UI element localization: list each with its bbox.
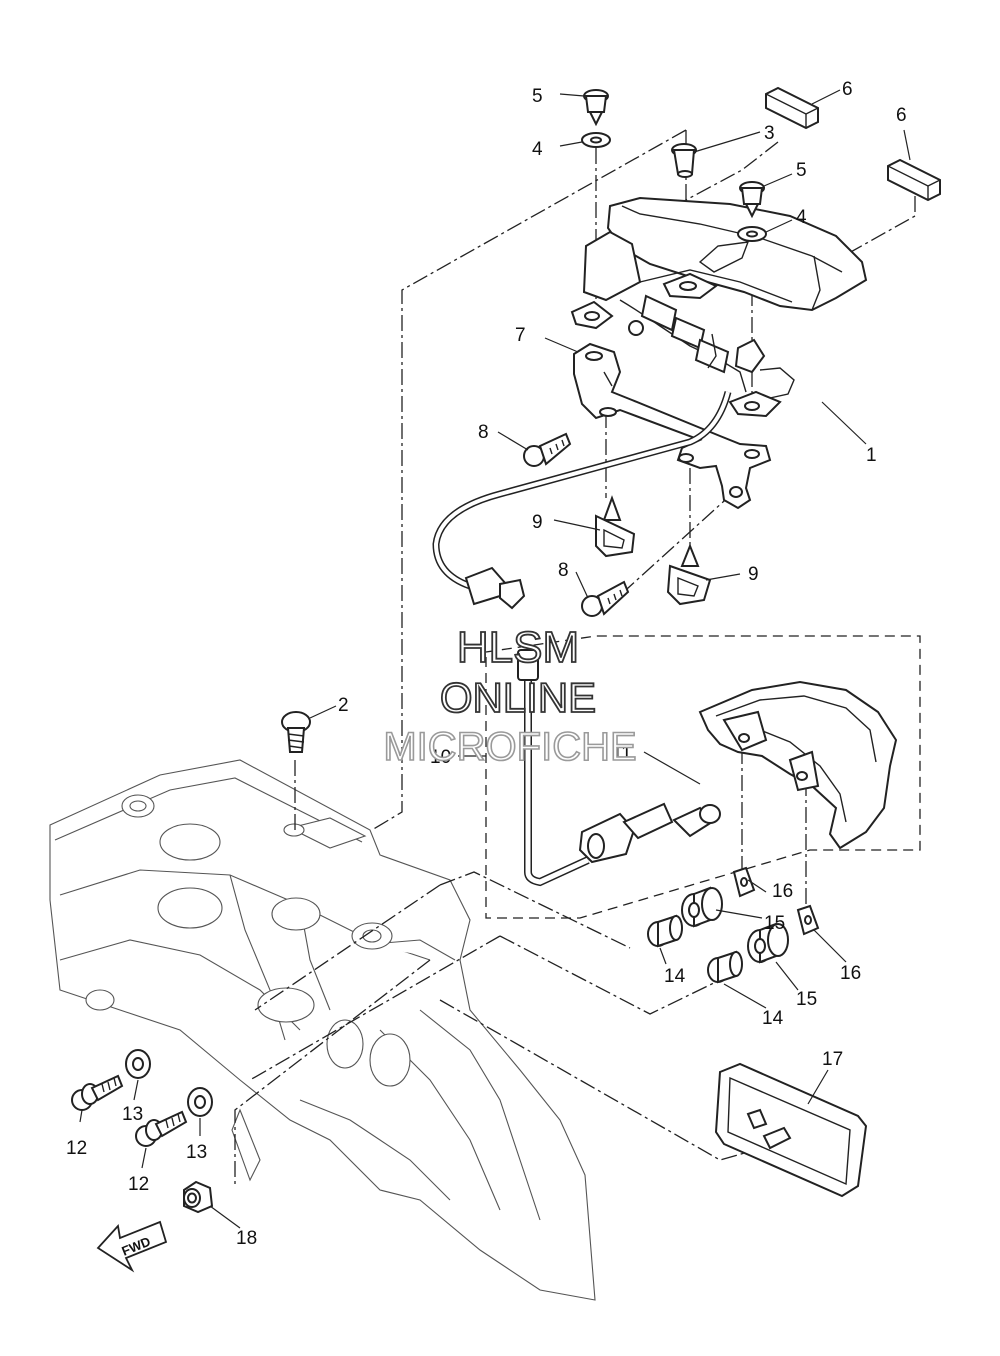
callout-11: 11 <box>612 743 632 764</box>
callout-6b: 6 <box>896 105 907 126</box>
nut-18 <box>183 1180 214 1214</box>
callout-16b: 16 <box>840 963 861 984</box>
callout-15a: 15 <box>764 913 785 934</box>
watermark-line-2: ONLINE <box>440 674 596 721</box>
rear-fender-body <box>49 759 596 1301</box>
washer-13-lower <box>187 1087 213 1117</box>
screw-5-right <box>739 181 765 219</box>
callout-1: 1 <box>866 445 877 466</box>
callout-14a: 14 <box>664 966 686 987</box>
tail-light-assembly <box>570 196 868 418</box>
callout-2: 2 <box>338 695 349 716</box>
screw-2 <box>281 711 311 753</box>
callout-10: 10 <box>430 747 451 768</box>
callout-18: 18 <box>236 1228 257 1249</box>
callout-12b: 12 <box>128 1174 149 1195</box>
pad-6-right <box>887 158 941 202</box>
tail-light-harness <box>432 391 732 610</box>
license-lamp-bulb <box>672 804 721 838</box>
callout-9b: 9 <box>748 564 759 585</box>
screw-5-left <box>583 89 609 127</box>
washer-4-right <box>737 226 767 242</box>
callout-4b: 4 <box>796 207 807 228</box>
watermark-line-1: HLSM <box>457 623 579 672</box>
callout-leaders <box>79 89 911 1229</box>
callout-5a: 5 <box>532 86 543 107</box>
screw-8-lower <box>581 580 630 617</box>
screw-8-upper <box>523 432 572 467</box>
license-lamp-socket-cable <box>517 649 674 887</box>
watermark-line-3: MICROFICHE <box>383 725 636 769</box>
callout-14b: 14 <box>762 1008 784 1029</box>
callout-17: 17 <box>822 1049 843 1070</box>
grommet-3 <box>671 143 697 178</box>
callout-15b: 15 <box>796 989 817 1010</box>
fwd-direction-arrow: FWD <box>96 1220 168 1273</box>
watermark: HLSM ONLINE MICROFICHE <box>383 622 638 770</box>
callout-8b: 8 <box>558 560 569 581</box>
grommet-15-lower <box>747 922 789 964</box>
nut-clip-16-lower <box>796 904 820 936</box>
washer-13-upper <box>125 1049 151 1079</box>
callout-13a: 13 <box>122 1104 143 1125</box>
license-lamp-housing <box>698 680 898 850</box>
callout-12a: 12 <box>66 1138 87 1159</box>
callout-4a: 4 <box>532 139 543 160</box>
callout-labels: 1 2 3 4 4 5 5 6 6 7 8 8 9 9 10 11 12 12 … <box>66 79 907 1249</box>
callout-8a: 8 <box>478 422 489 443</box>
callout-3: 3 <box>764 123 775 144</box>
callout-7: 7 <box>515 325 526 346</box>
license-lamp-group-box <box>485 635 921 919</box>
mounting-bracket <box>573 342 772 510</box>
callout-16a: 16 <box>772 881 793 902</box>
nut-clip-16-upper <box>732 866 756 898</box>
collar-14-lower <box>707 950 743 984</box>
callout-13b: 13 <box>186 1142 207 1163</box>
clip-9-lower <box>666 543 712 606</box>
grommet-15-upper <box>681 886 723 928</box>
bolt-12-lower <box>135 1110 188 1147</box>
bolt-12-upper <box>71 1074 124 1111</box>
pad-6-top <box>765 86 819 130</box>
callout-9a: 9 <box>532 512 543 533</box>
collar-14-upper <box>647 914 683 948</box>
washer-4-left <box>581 132 611 148</box>
license-plate-pad <box>714 1062 868 1198</box>
callout-6a: 6 <box>842 79 853 100</box>
callout-5b: 5 <box>796 160 807 181</box>
clip-9-upper <box>595 495 636 558</box>
